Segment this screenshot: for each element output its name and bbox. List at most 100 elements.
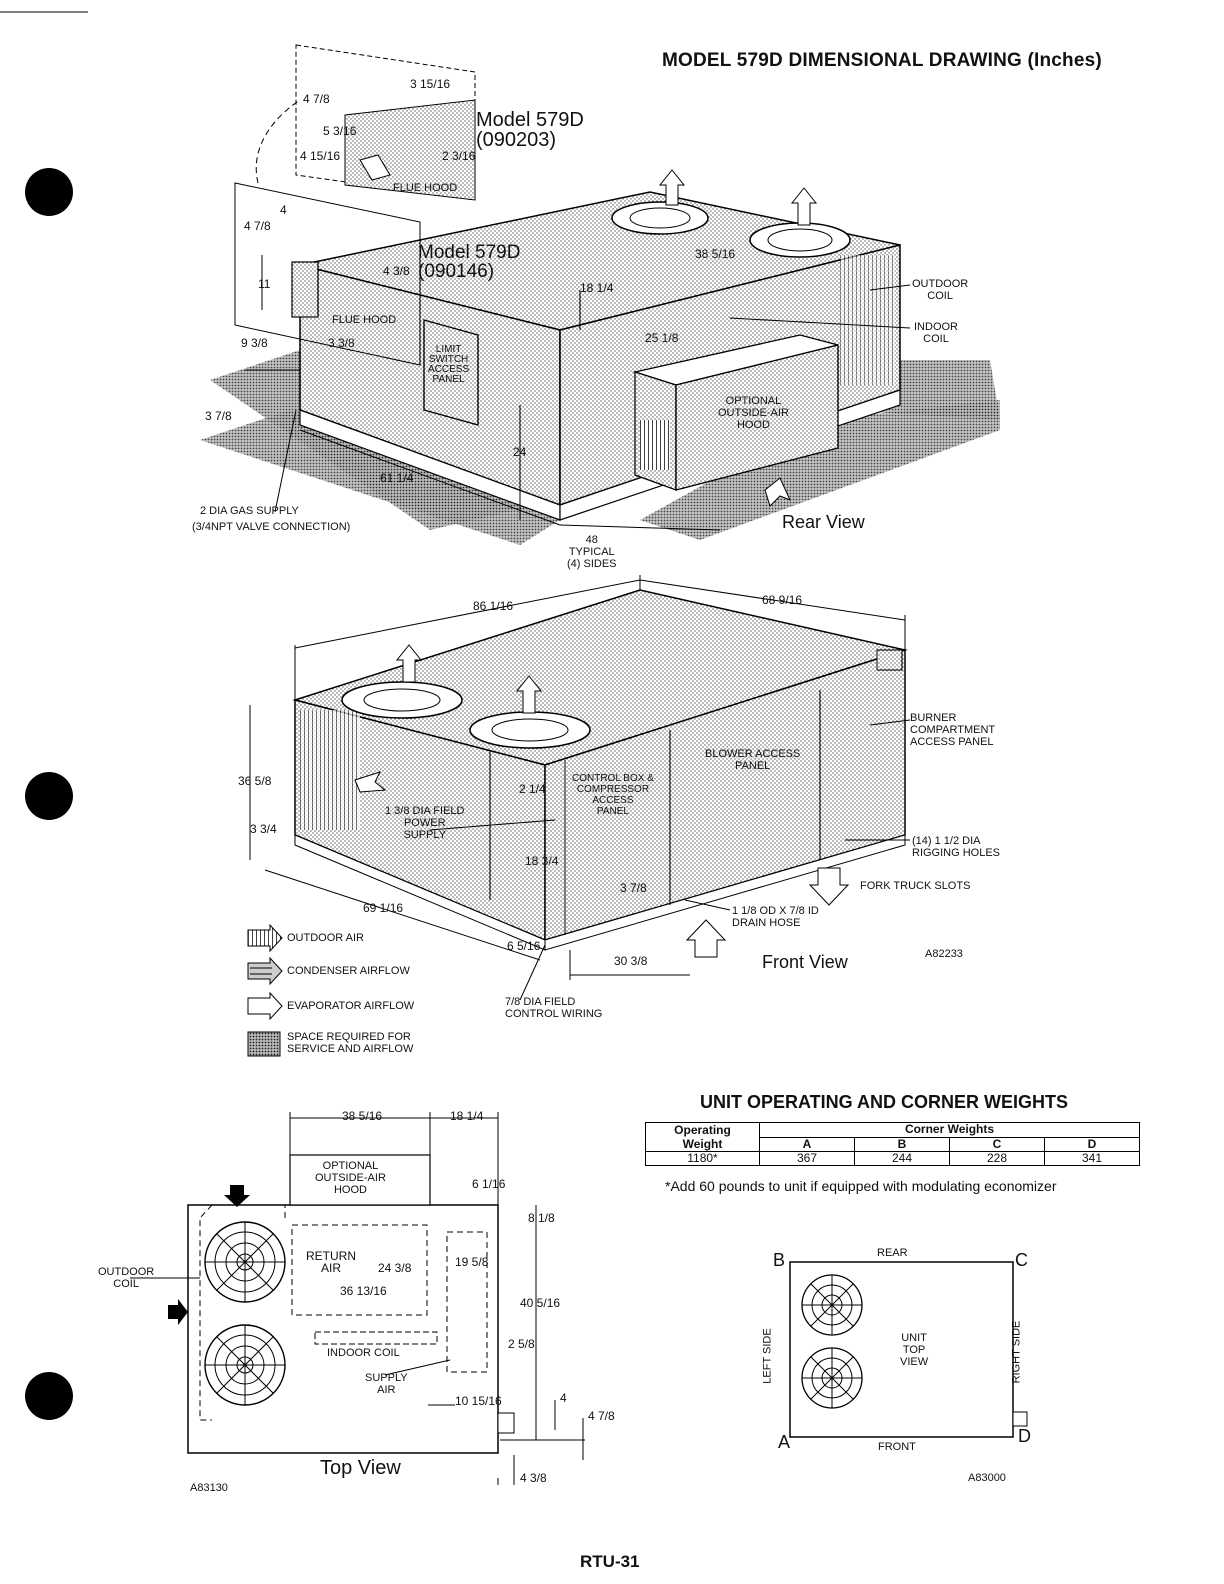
dim: 4 3/8: [520, 1471, 547, 1485]
gas-supply-label: 2 DIA GAS SUPPLY: [200, 505, 299, 517]
weight-c: 228: [949, 1151, 1045, 1166]
col-c: C: [949, 1136, 1045, 1152]
col-d: D: [1044, 1136, 1140, 1152]
dim: 3 7/8: [205, 409, 232, 423]
dim: 8 1/8: [528, 1211, 555, 1225]
dim: 18 1/4: [450, 1109, 484, 1123]
page-footer: RTU-31: [580, 1552, 640, 1571]
col-a: A: [759, 1136, 855, 1152]
top-view-label: Top View: [320, 1457, 401, 1479]
dim: 4 15/16: [300, 149, 341, 163]
corner-d: D: [1018, 1426, 1031, 1446]
outdoor-coil-label: OUTDOOR COIL: [912, 278, 969, 302]
flue-hood-label-a: FLUE HOOD: [393, 182, 458, 194]
front-view-drawing: [249, 575, 911, 1001]
dim: 25 1/8: [645, 331, 679, 345]
dim: 36 5/8: [238, 774, 272, 788]
dim: 4 7/8: [244, 219, 271, 233]
dim: 19 5/8: [455, 1255, 489, 1269]
col-b: B: [854, 1136, 950, 1152]
dim: 68 9/16: [762, 593, 803, 607]
weight-b: 244: [854, 1151, 950, 1166]
weights-title: UNIT OPERATING AND CORNER WEIGHTS: [700, 1092, 1068, 1112]
dim: 3 7/8: [620, 881, 647, 895]
dim: 24: [513, 445, 527, 459]
dim: 38 5/16: [695, 247, 736, 261]
left-side-label: LEFT SIDE: [761, 1328, 774, 1384]
top-view-drawing: [130, 1112, 585, 1485]
model-label-b: Model 579D (090146): [418, 242, 521, 282]
limit-switch-label: LIMIT SWITCH ACCESS PANEL: [428, 344, 470, 385]
flue-hood-label-b: FLUE HOOD: [332, 314, 397, 326]
dim: 3 3/4: [250, 822, 277, 836]
legend-space-required: SPACE REQUIRED FOR SERVICE AND AIRFLOW: [287, 1031, 414, 1055]
model-label-a: Model 579D (090203): [476, 109, 584, 151]
weights-note: *Add 60 pounds to unit if equipped with …: [665, 1178, 1057, 1194]
corner-b: B: [773, 1250, 786, 1270]
dim: 18 1/4: [580, 281, 614, 295]
rear-view-label: Rear View: [782, 512, 865, 532]
weight-a: 367: [759, 1151, 855, 1166]
hole-punch: [25, 1372, 73, 1420]
return-air-label: RETURN AIR: [306, 1249, 356, 1275]
dim: 69 1/16: [363, 901, 404, 915]
weight-d: 341: [1044, 1151, 1140, 1166]
hole-punch: [25, 168, 73, 216]
dim: 2 3/16: [442, 149, 476, 163]
right-side-label: RIGHT SIDE: [1010, 1320, 1023, 1384]
dim: 30 3/8: [614, 954, 648, 968]
front-view-code: A82233: [925, 948, 963, 960]
dim: 5 3/16: [323, 124, 357, 138]
legend-icons: [247, 923, 283, 1057]
dim: 6 1/16: [472, 1177, 506, 1191]
dim: 4 7/8: [303, 92, 330, 106]
dim: 24 3/8: [378, 1261, 412, 1275]
fork-truck-label: FORK TRUCK SLOTS: [860, 880, 971, 892]
dim: 10 15/16: [455, 1394, 502, 1408]
dim: 3 15/16: [410, 77, 451, 91]
gas-valve-label: (3/4NPT VALVE CONNECTION): [192, 521, 351, 533]
rear-label: REAR: [877, 1247, 908, 1259]
dim: 4: [560, 1391, 567, 1405]
dim: 86 1/16: [473, 599, 514, 613]
drain-hose-label: 1 1/8 OD x 7/8 ID DRAIN HOSE: [732, 905, 819, 929]
dim: 6 5/16: [507, 939, 541, 953]
weights-table: Operating Weight Corner Weights A B C D …: [645, 1122, 1140, 1166]
outdoor-air-icon: [247, 923, 283, 953]
dim: 40 5/16: [520, 1296, 561, 1310]
front-label: FRONT: [878, 1441, 916, 1453]
dim: 9 3/8: [241, 336, 268, 350]
hole-punch: [25, 772, 73, 820]
dim: 4 3/8: [383, 264, 410, 278]
unit-top-view-label: UNIT TOP VIEW: [900, 1332, 929, 1368]
control-box-label: CONTROL BOX & COMPRESSOR ACCESS PANEL: [572, 773, 654, 817]
top-fan-1: [204, 1221, 286, 1303]
blower-access-label: BLOWER ACCESS PANEL: [705, 748, 801, 772]
top-fan-2: [204, 1324, 286, 1406]
dim: 2 5/8: [508, 1337, 535, 1351]
field-power-label: 1 3/8 DIA FIELD POWER SUPPLY: [385, 805, 465, 841]
top-optional-hood-label: OPTIONAL OUTSIDE-AIR HOOD: [315, 1160, 386, 1196]
operating-weight: 1180*: [645, 1151, 760, 1166]
corner-a: A: [778, 1432, 791, 1452]
dim: 2 1/4: [519, 782, 546, 796]
space-required-icon: [247, 1031, 281, 1057]
dim: 11: [258, 277, 271, 291]
dim: 18 3/4: [525, 854, 559, 868]
top-view-code: A83130: [190, 1482, 228, 1494]
typical-sides-label: 48 TYPICAL (4) SIDES: [567, 534, 617, 570]
corner-header: Corner Weights: [759, 1122, 1140, 1138]
front-view-label: Front View: [762, 952, 848, 972]
dim: 4 7/8: [588, 1409, 615, 1423]
legend-condenser: CONDENSER AIRFLOW: [287, 965, 410, 977]
legend-evaporator: EVAPORATOR AIRFLOW: [287, 1000, 415, 1012]
dim: 4: [280, 203, 287, 217]
optional-hood-label: OPTIONAL OUTSIDE-AIR HOOD: [718, 395, 789, 431]
rigging-holes-label: (14) 1 1/2 DIA RIGGING HOLES: [912, 835, 1001, 859]
dim: 38 5/16: [342, 1109, 383, 1123]
condenser-airflow-icon: [247, 956, 283, 986]
field-wiring-label: 7/8 DIA FIELD CONTROL WIRING: [505, 996, 603, 1020]
top-indoor-coil-label: INDOOR COIL: [327, 1347, 400, 1359]
dim: 61 1/4: [380, 471, 414, 485]
